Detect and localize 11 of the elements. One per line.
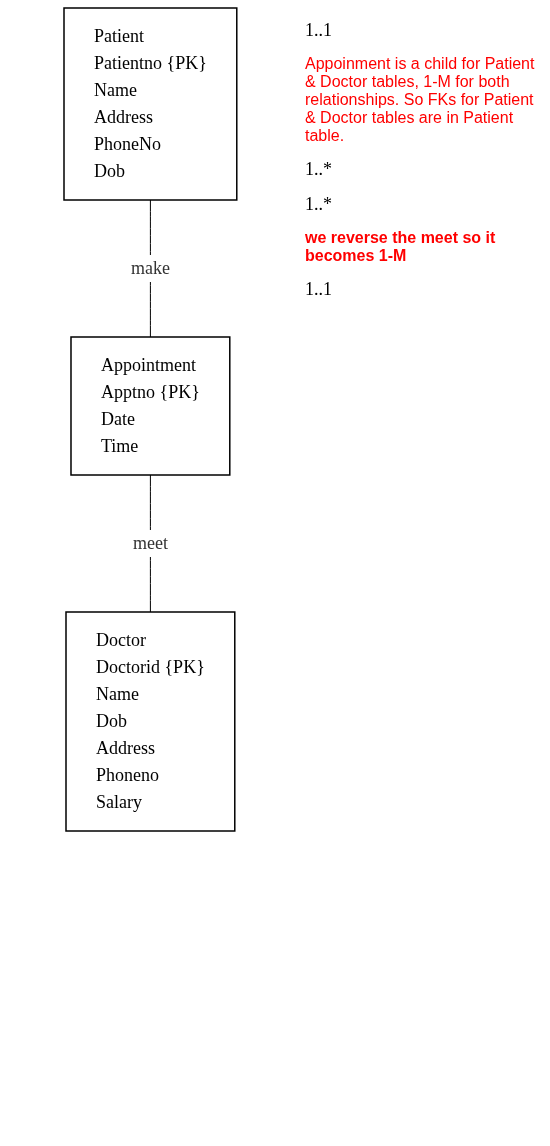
multiplicity-label: 1..* [305,194,333,215]
node-box: Appointment Apptno {PK} Date Time [69,336,231,476]
multiplicity-label: 1..1 [305,20,333,41]
edge-label: meet [132,533,168,553]
node-box: Patient Patientno {PK} Name Address PhoneNo Dob [62,7,238,201]
annotation-note: Appoinment is a child for Patient & Doctor tables, 1-M for both relationships. So FKs for Patient & Doctor tables are in Patient table. [305,55,536,145]
annotation-note: we reverse the meet so it becomes 1-M [305,229,497,265]
node-box: Doctor Doctorid {PK} Name Dob Address Phoneno Salary [64,611,236,832]
edge-label: make [130,258,170,278]
multiplicity-label: 1..1 [305,279,333,300]
multiplicity-label: 1..* [305,159,333,180]
